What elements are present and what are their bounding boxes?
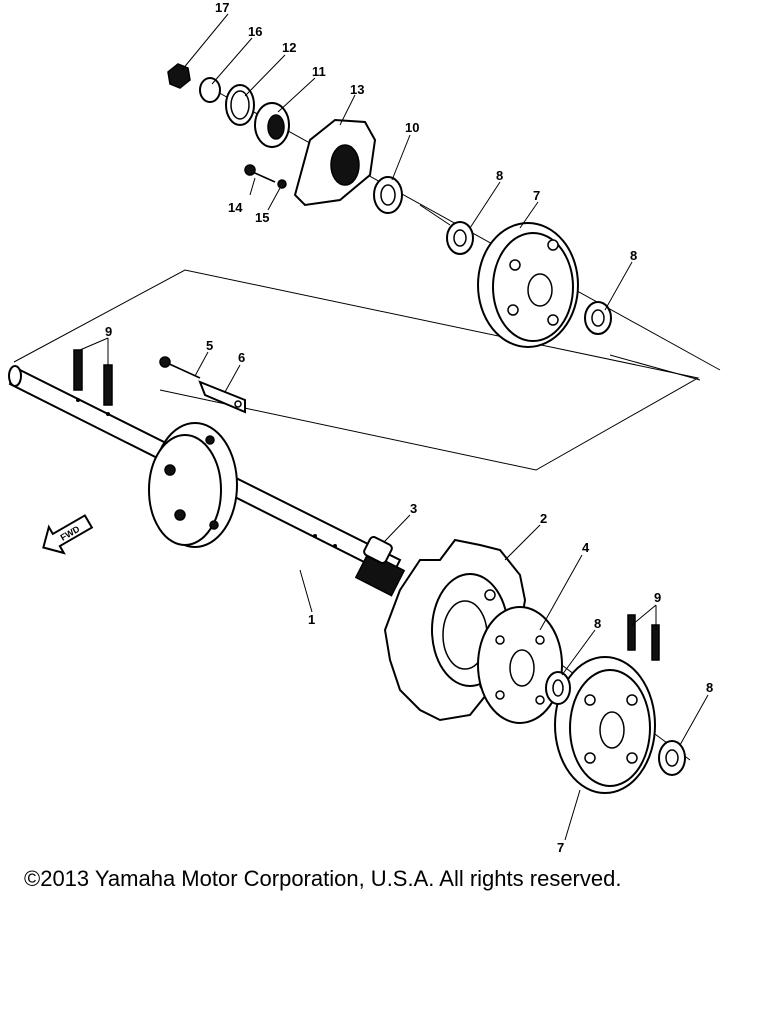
callout-numbers: 17 16 12 11 13 10 14 15 8 7 8 9 5 6 3 2 … [105,0,713,855]
washers-lower [545,671,686,776]
copyright-notice: ©2013 Yamaha Motor Corporation, U.S.A. A… [24,866,622,891]
callout-7-upper: 7 [533,188,540,203]
exploded-parts-diagram: FWD 17 16 12 11 13 10 14 15 [8,0,721,855]
bolt-and-bracket [159,356,246,414]
callout-9-left: 9 [105,324,112,339]
callout-14: 14 [228,200,243,215]
axle-wheel-left [148,422,238,548]
callout-4: 4 [582,540,590,555]
callout-3: 3 [410,501,417,516]
callout-15: 15 [255,210,269,225]
idler-wheel-lower [554,656,656,794]
callout-8-upper-left: 8 [496,168,503,183]
callout-17: 17 [215,0,229,15]
callout-8-lower-right: 8 [706,680,713,695]
callout-16: 16 [248,24,262,39]
callout-10: 10 [405,120,419,135]
washers-upper [446,221,612,335]
callout-12: 12 [282,40,296,55]
forward-direction-arrow: FWD [42,514,94,555]
pins [73,349,660,661]
callout-1: 1 [308,612,315,627]
upper-bearing-assembly [167,63,403,214]
callout-11: 11 [312,64,326,79]
idler-wheel-upper [477,222,579,348]
callout-7-lower: 7 [557,840,564,855]
flange-plate [477,606,563,724]
callout-2: 2 [540,511,547,526]
sprocket [383,538,527,722]
callout-5: 5 [206,338,213,353]
callout-8-lower-left: 8 [594,616,601,631]
leader-lines [79,13,709,841]
callout-8-upper-right: 8 [630,248,637,263]
callout-6: 6 [238,350,245,365]
callout-13: 13 [350,82,364,97]
callout-9-right: 9 [654,590,661,605]
collar [363,536,393,564]
